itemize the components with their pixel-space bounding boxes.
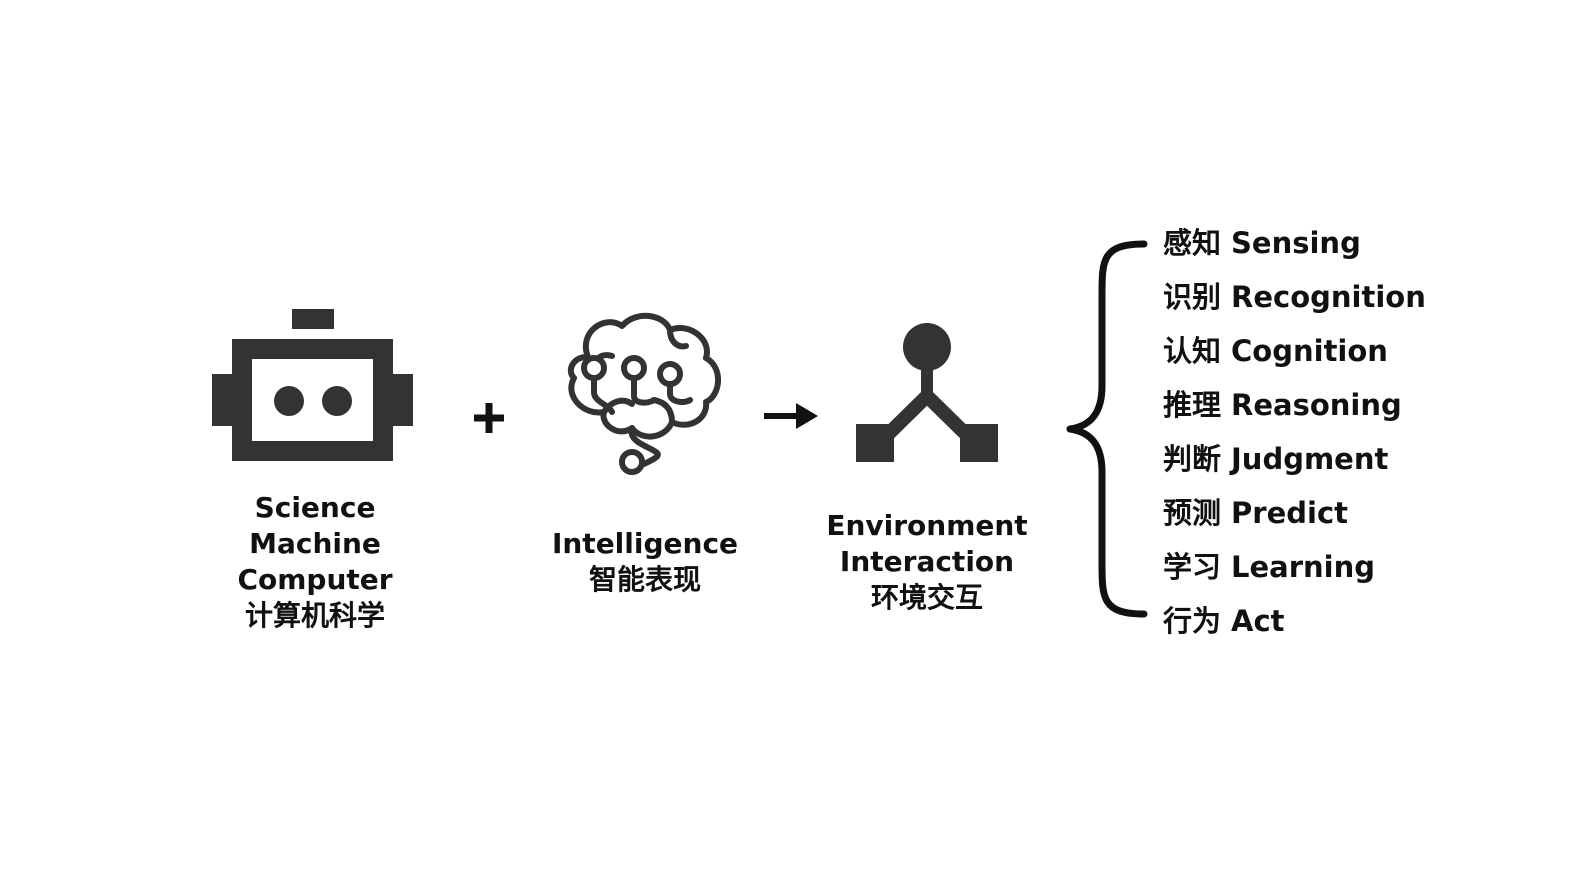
- outcome-zh: 识别: [1163, 280, 1222, 314]
- robot-icon: [212, 309, 413, 461]
- outcome-en: Learning: [1231, 550, 1376, 584]
- outcome-zh: 预测: [1163, 496, 1222, 530]
- machine-label-line-2: Machine: [249, 527, 381, 560]
- machine-label-line-3: Computer: [237, 563, 393, 596]
- intelligence-label-line-2: 智能表现: [588, 563, 701, 596]
- arrow-right-icon: [764, 403, 818, 429]
- outcome-en: Reasoning: [1231, 388, 1402, 422]
- machine-label-line-1: Science: [254, 491, 376, 524]
- outcome-zh: 行为: [1163, 604, 1222, 638]
- outcome-list: 感知 Sensing 识别 Recognition 认知 Cognition 推理 Re…: [1163, 228, 1426, 660]
- plus-icon: [474, 403, 504, 433]
- environment-label-line-3: 环境交互: [870, 581, 983, 614]
- list-item: 行为 Act: [1163, 606, 1426, 660]
- list-item: 认知 Cognition: [1163, 336, 1426, 390]
- curly-brace-icon: [1066, 240, 1148, 618]
- list-item: 学习 Learning: [1163, 552, 1426, 606]
- outcome-en: Cognition: [1231, 334, 1388, 368]
- list-item: 推理 Reasoning: [1163, 390, 1426, 444]
- outcome-zh: 感知: [1163, 226, 1222, 260]
- intelligence-label-line-1: Intelligence: [551, 527, 739, 560]
- list-item: 感知 Sensing: [1163, 228, 1426, 282]
- outcome-zh: 判断: [1163, 442, 1222, 476]
- outcome-en: Act: [1231, 604, 1285, 638]
- outcome-zh: 认知: [1163, 334, 1222, 368]
- outcome-en: Recognition: [1231, 280, 1426, 314]
- outcome-en: Sensing: [1231, 226, 1361, 260]
- brain-icon: [567, 312, 722, 475]
- environment-label: Environment Interaction 环境交互: [822, 508, 1032, 616]
- environment-label-line-2: Interaction: [839, 545, 1015, 578]
- outcome-zh: 推理: [1163, 388, 1222, 422]
- machine-label: Science Machine Computer 计算机科学: [210, 490, 420, 634]
- outcome-zh: 学习: [1163, 550, 1222, 584]
- environment-label-line-1: Environment: [826, 509, 1028, 542]
- list-item: 判断 Judgment: [1163, 444, 1426, 498]
- intelligence-label: Intelligence 智能表现: [540, 526, 750, 598]
- list-item: 识别 Recognition: [1163, 282, 1426, 336]
- outcome-en: Judgment: [1231, 442, 1389, 476]
- outcome-en: Predict: [1231, 496, 1348, 530]
- list-item: 预测 Predict: [1163, 498, 1426, 552]
- machine-label-line-4: 计算机科学: [244, 599, 385, 632]
- interaction-network-icon: [856, 323, 998, 462]
